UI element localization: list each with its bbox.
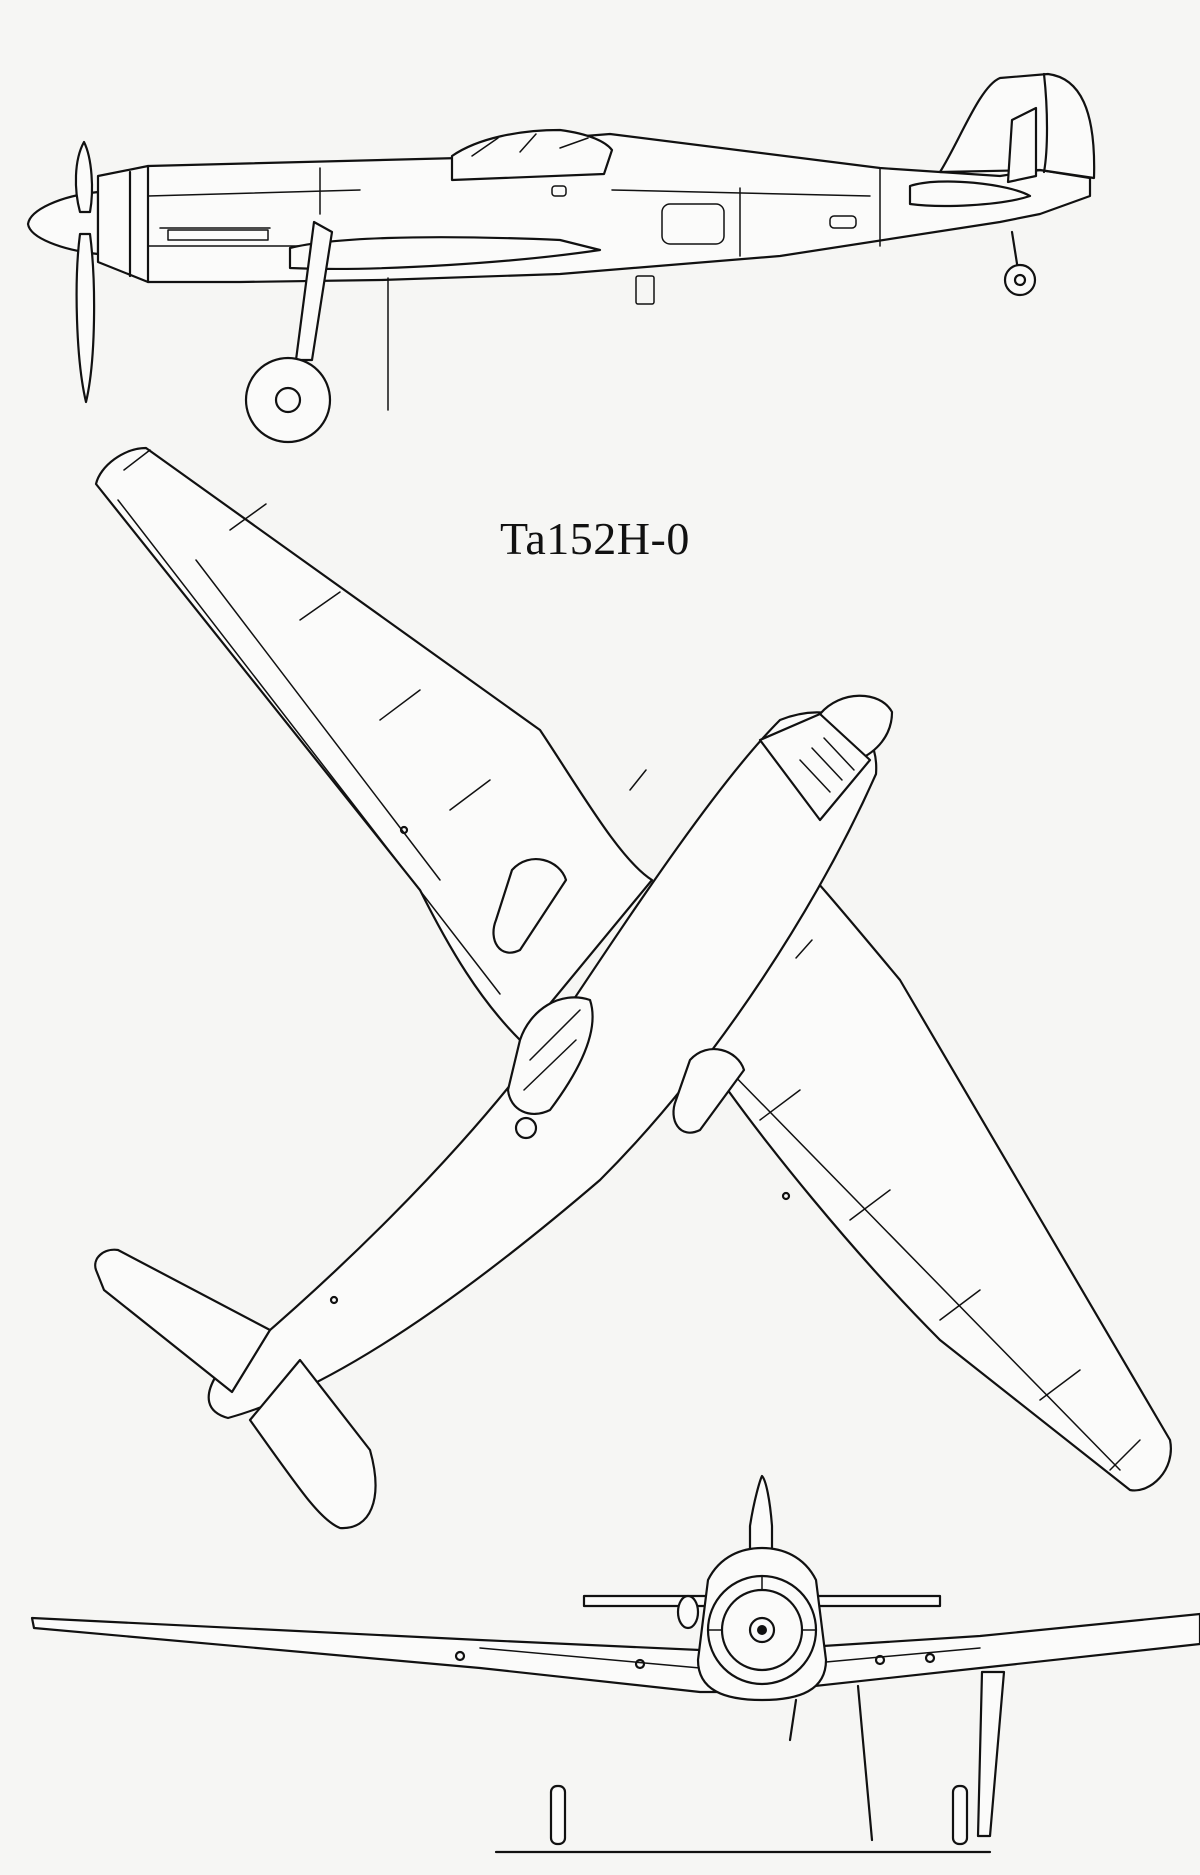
plan-cowl <box>758 712 872 822</box>
side-propeller-lower <box>75 232 96 404</box>
aircraft-designation-title: Ta152H-0 <box>500 513 690 564</box>
side-wing-root <box>288 236 602 270</box>
side-main-gear-leg <box>294 220 334 362</box>
front-gear-starboard <box>976 1670 1006 1838</box>
front-intake <box>676 1594 700 1630</box>
side-main-wheel <box>244 356 332 444</box>
front-view <box>30 1474 1200 1854</box>
plan-spinner <box>818 694 894 762</box>
side-view <box>26 72 1096 444</box>
side-tail-wheel <box>1003 263 1037 297</box>
plan-view <box>94 446 1172 1530</box>
front-fin <box>748 1474 774 1562</box>
side-tailplane <box>908 180 1032 208</box>
front-wing <box>30 1612 1200 1694</box>
side-propeller-upper <box>74 140 94 214</box>
plan-tailplane-starboard <box>248 1358 377 1530</box>
plan-tailplane-port <box>94 1248 272 1394</box>
